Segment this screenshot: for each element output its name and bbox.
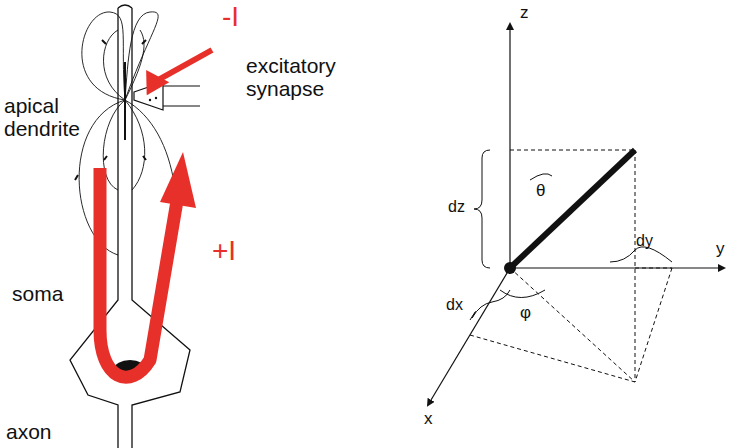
- axon-label: axon: [6, 420, 52, 443]
- synapse-label: excitatory synapse: [246, 54, 356, 100]
- dimension-label: dz: [448, 198, 465, 216]
- axis-label: x: [424, 410, 433, 429]
- current-label: -I: [222, 2, 239, 33]
- axis-label: y: [716, 240, 725, 259]
- angle-label: θ: [536, 182, 545, 201]
- current-arrow: [158, 50, 212, 80]
- synapse-bouton: [134, 82, 200, 110]
- current-label: +I: [212, 236, 236, 267]
- dipole-rod: [510, 150, 635, 268]
- dendrite-label: apical dendrite: [4, 94, 99, 140]
- angle-label: φ: [520, 304, 531, 323]
- projection-lines: [470, 150, 672, 382]
- soma-label: soma: [12, 282, 63, 305]
- coordinate-axes: [428, 24, 724, 405]
- dimension-brackets: [470, 150, 672, 320]
- current-arrowhead: [136, 63, 170, 95]
- dimension-label: dy: [636, 232, 653, 250]
- axis-label: z: [520, 4, 529, 23]
- dipole-origin: [504, 262, 516, 274]
- dimension-label: dx: [446, 296, 463, 314]
- return-current-arrowhead: [160, 152, 196, 208]
